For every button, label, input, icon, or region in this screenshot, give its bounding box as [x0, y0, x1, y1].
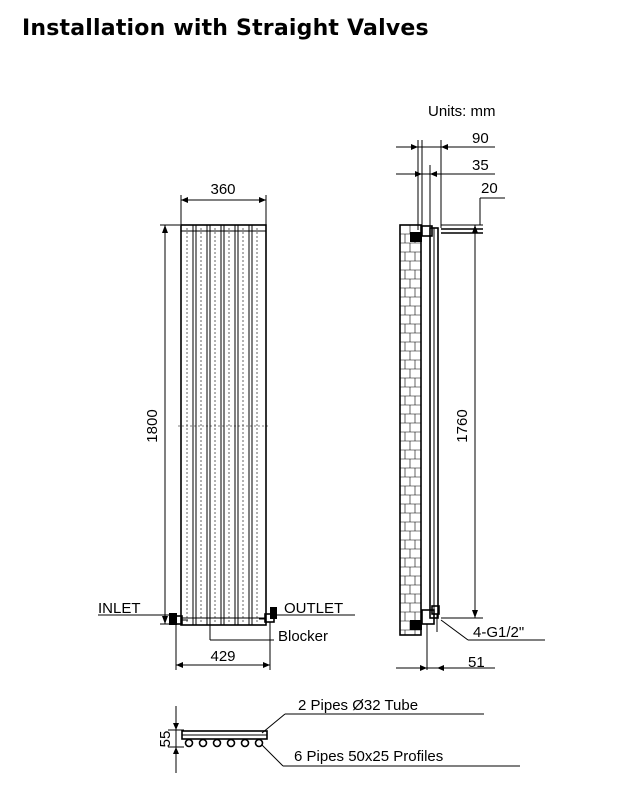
connections-label: 4-G1/2" — [473, 624, 524, 641]
section-depth-label: 55 — [157, 731, 174, 748]
inlet-valve — [169, 613, 188, 632]
pipe-centres-label: 429 — [210, 648, 235, 665]
width-dimension-label: 360 — [210, 181, 235, 198]
tube-spec-label: 2 Pipes Ø32 Tube — [298, 697, 418, 714]
depth-20-label: 20 — [481, 180, 498, 197]
brick-wall — [399, 224, 422, 636]
bracket-span-label: 1760 — [454, 409, 471, 442]
page-title: Installation with Straight Valves — [22, 16, 429, 41]
units-label: Units: mm — [428, 103, 496, 120]
side-view: Units: mm 90 35 20 — [396, 103, 545, 671]
front-view: 360 1800 — [98, 181, 355, 670]
inlet-label: INLET — [98, 600, 141, 617]
section-view: 55 2 Pipes Ø32 Tube 6 Pipes 50x25 Profil… — [157, 697, 520, 773]
height-dimension-label: 1800 — [144, 409, 161, 442]
profile-spec-label: 6 Pipes 50x25 Profiles — [294, 748, 443, 765]
blocker-label: Blocker — [278, 628, 328, 645]
bottom-bracket — [410, 605, 440, 670]
profile-sections — [184, 738, 264, 748]
depth-35-label: 35 — [472, 157, 489, 174]
outlet-label: OUTLET — [284, 600, 343, 617]
outlet-valve — [259, 607, 277, 632]
profile-tubes — [186, 225, 258, 625]
depth-90-label: 90 — [472, 130, 489, 147]
valve-offset-label: 51 — [468, 654, 485, 671]
